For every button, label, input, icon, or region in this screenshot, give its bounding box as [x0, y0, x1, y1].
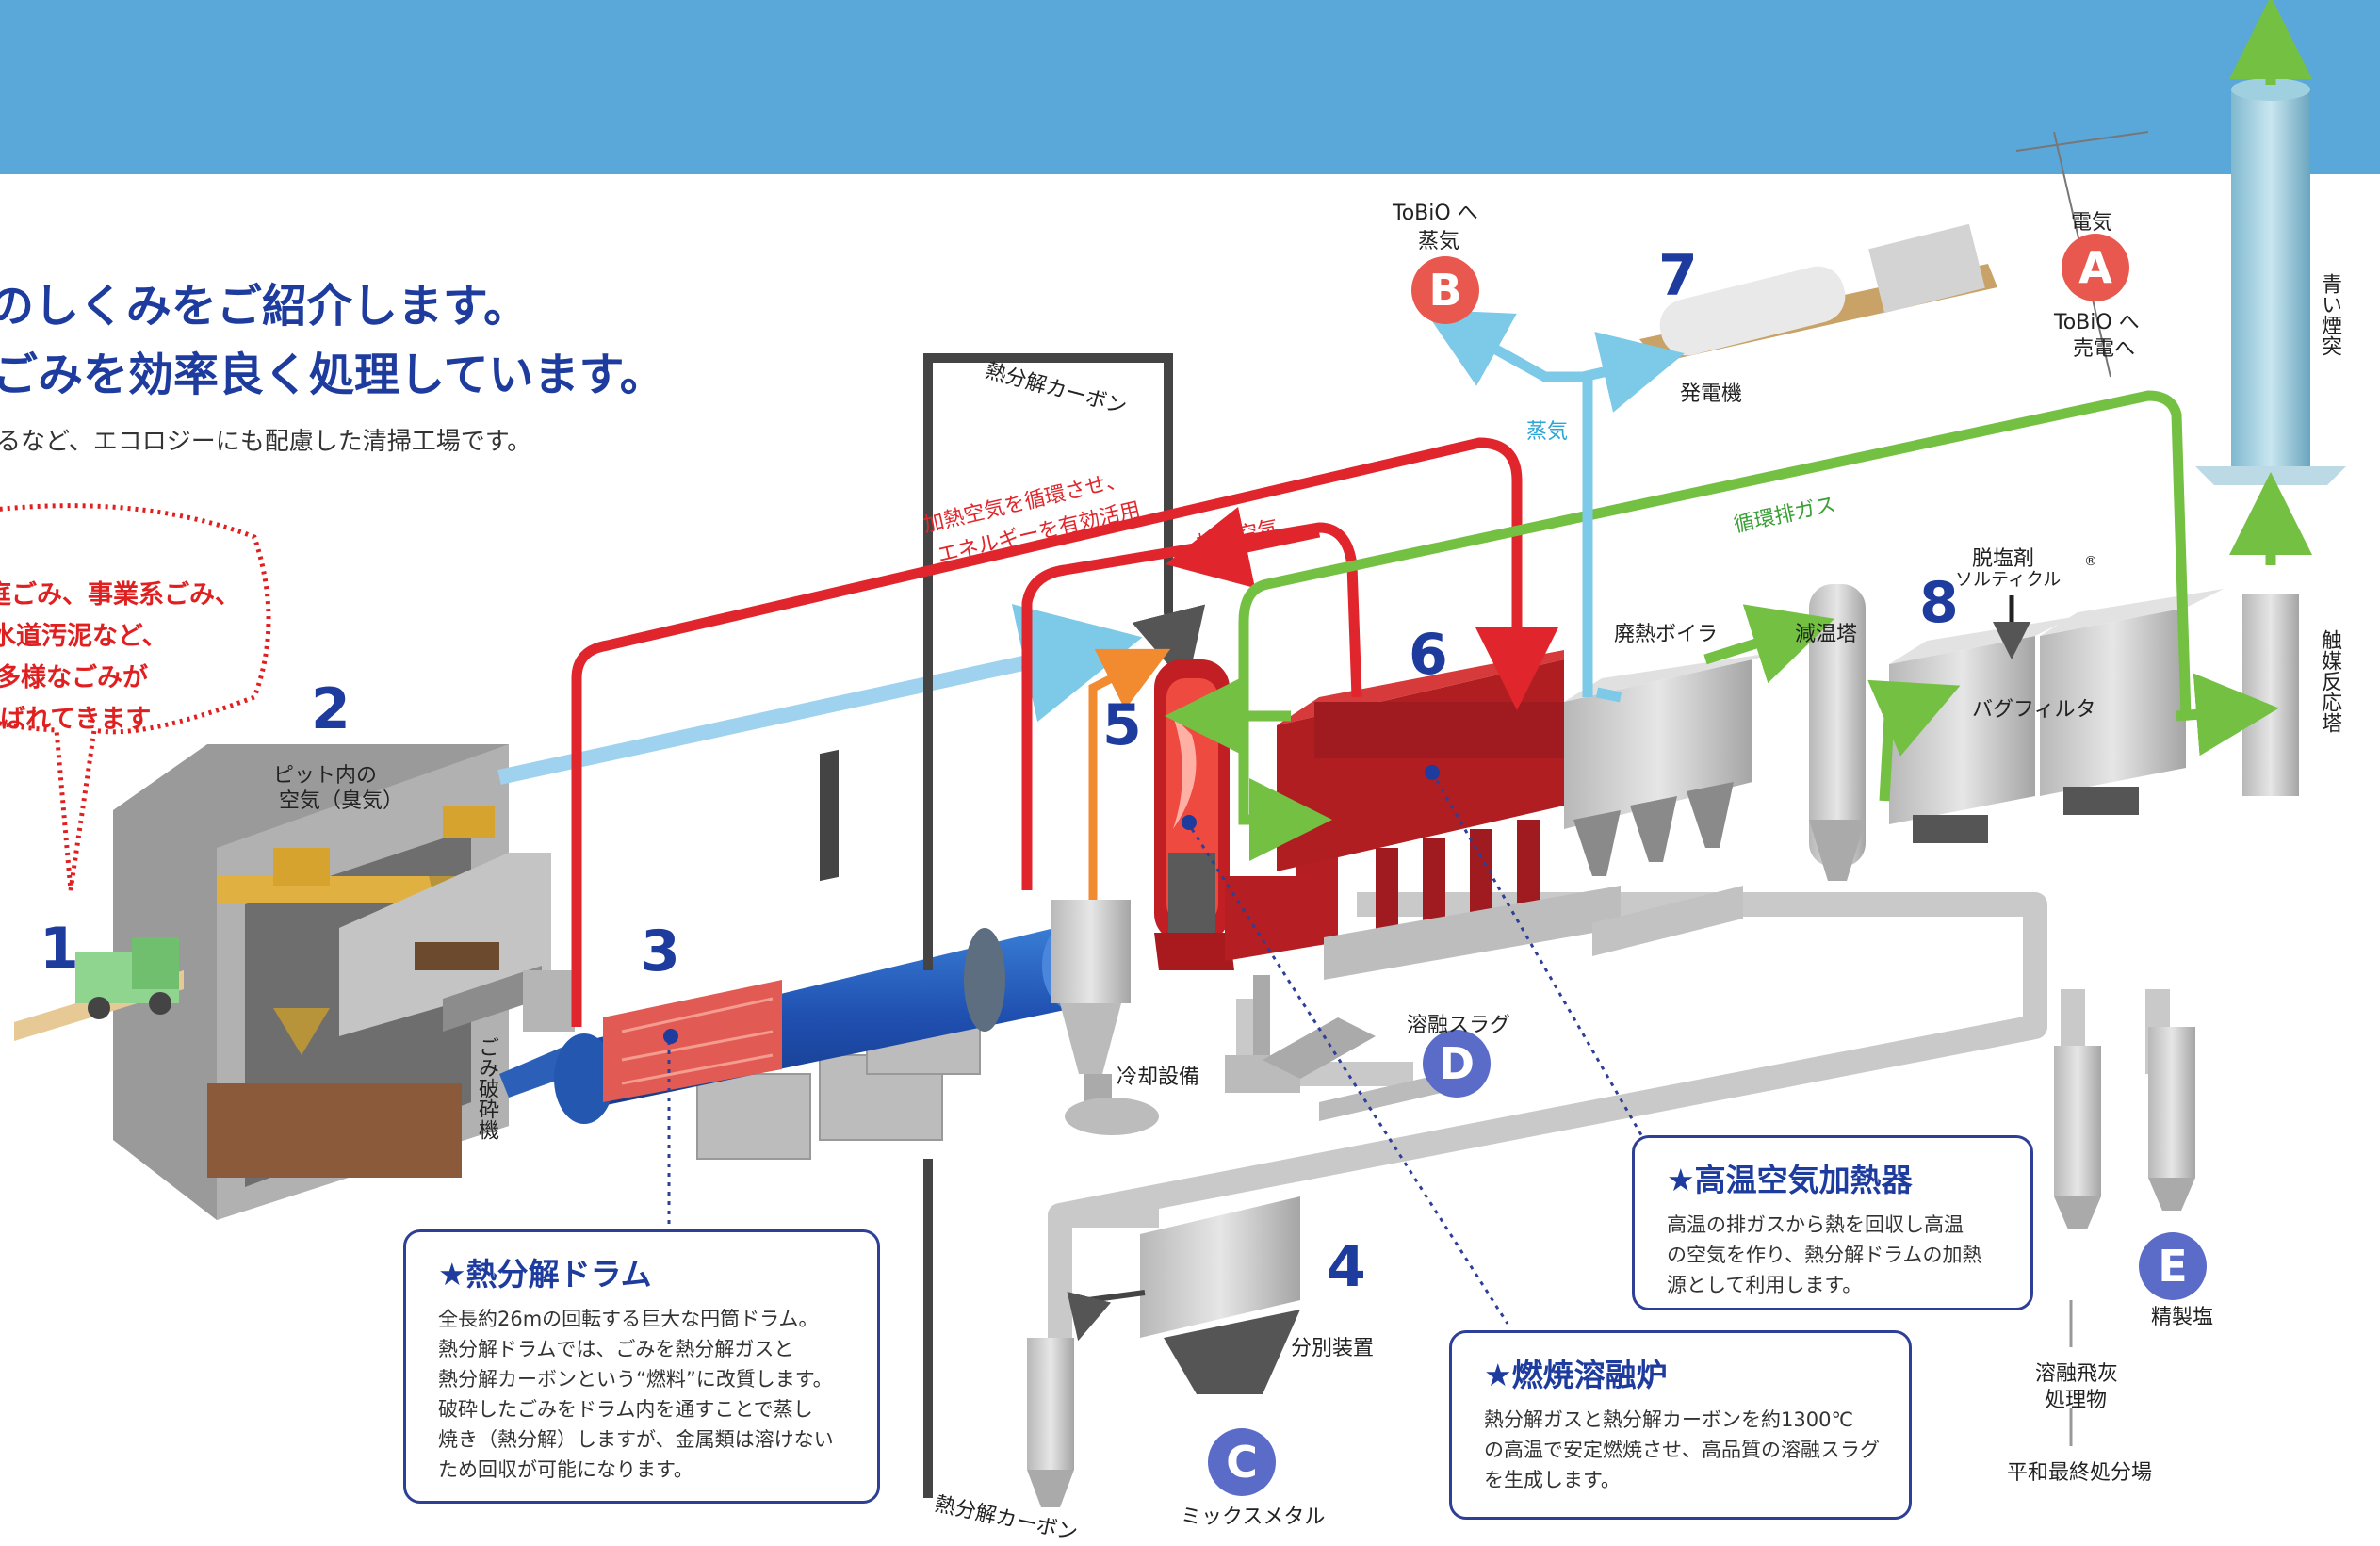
- label-pit-air-2: 空気（臭気）: [279, 789, 404, 813]
- slag-conveyor: [1263, 1017, 1442, 1121]
- label-blue-chimney: 青い煙突: [2318, 273, 2341, 356]
- label-steam-line: 蒸気: [1526, 420, 1569, 444]
- label-tobio-a: ToBiO へ: [2054, 311, 2140, 334]
- silos: [1027, 1027, 2195, 1507]
- separator-arrow: [1067, 1290, 1146, 1342]
- callout-air-heater: ★高温空気加熱器 高温の排ガスから熱を回収し高温 の空気を作り、熱分解ドラムの加…: [1632, 1135, 2033, 1310]
- bubble-line-1: 庭ごみ、事業系ごみ、: [0, 580, 240, 610]
- label-refined-salt: 精製塩: [2151, 1306, 2214, 1329]
- label-registered: ®: [2084, 554, 2097, 569]
- garbage-pit: [113, 744, 575, 1220]
- label-tobio-b: ToBiO へ: [1393, 202, 1478, 225]
- truck: [14, 937, 184, 1041]
- waste-heat-boiler: [1564, 650, 1790, 956]
- label-generator: 発電機: [1680, 382, 1743, 406]
- chimney: [2195, 78, 2346, 485]
- generator: [1639, 131, 2149, 378]
- step-number-3: 3: [641, 919, 680, 985]
- headline-2: ごみを効率良く処理しています。: [0, 349, 665, 401]
- step-number-8: 8: [1919, 570, 1959, 636]
- pyrolysis-drum: [499, 749, 1106, 1124]
- label-pit-air-1: ピット内の: [273, 764, 378, 788]
- label-boiler: 廃熱ボイラ: [1614, 623, 1719, 646]
- step-number-4: 4: [1327, 1234, 1366, 1300]
- pointer-lines: [667, 772, 1646, 1325]
- pointer-dot: [1182, 815, 1197, 830]
- air-heater: [1277, 650, 1621, 980]
- label-cooling-tower: 減温塔: [1795, 623, 1858, 646]
- circulation-gas-lines: [1165, 0, 2312, 861]
- orange-line: [1088, 648, 1171, 900]
- cooler-cyclone: [1051, 900, 1159, 1135]
- separator: [1140, 1196, 1300, 1394]
- label-crusher: ごみ破砕機: [475, 1036, 498, 1140]
- badge-c: C: [1208, 1428, 1276, 1496]
- bubble-line-3: 多様なごみが: [0, 663, 148, 692]
- headline-1: のしくみをご紹介します。: [0, 280, 530, 333]
- bubble-line-2: 水道汚泥など、: [0, 622, 168, 651]
- label-electricity: 電気: [2071, 211, 2113, 235]
- step-number-2: 2: [311, 676, 350, 742]
- badge-e: E: [2139, 1232, 2207, 1300]
- label-molten-slag: 溶融スラグ: [1407, 1014, 1511, 1037]
- callout-melting-furnace: ★燃焼溶融炉 熱分解ガスと熱分解カーボンを約1300℃ の高温で安定燃焼させ、高…: [1449, 1330, 1912, 1520]
- label-particle: ソルティクル: [1955, 569, 2062, 590]
- badge-a: A: [2062, 234, 2129, 301]
- steam-lines: [1424, 309, 1685, 703]
- pointer-dot: [663, 1029, 678, 1044]
- catalyst-tower: [2242, 594, 2299, 796]
- badge-b: B: [1411, 256, 1479, 324]
- heated-air-lines: [571, 437, 1558, 1027]
- label-separator: 分別装置: [1291, 1337, 1375, 1360]
- callout-air-heater-body: 高温の排ガスから熱を回収し高温 の空気を作り、熱分解ドラムの加熱 源として利用し…: [1667, 1213, 1982, 1296]
- label-mixed-metal: ミックスメタル: [1181, 1505, 1326, 1529]
- pointer-dot: [1425, 765, 1440, 780]
- badge-d: D: [1423, 1030, 1491, 1098]
- label-sell-power: 売電へ: [2073, 337, 2136, 361]
- label-cooling-equipment: 冷却設備: [1117, 1066, 1200, 1089]
- step-number-7: 7: [1658, 243, 1698, 309]
- header-banner: [0, 0, 2380, 174]
- label-bag-filter: バグフィルタ: [1972, 698, 2096, 722]
- speech-bubble: [0, 503, 271, 891]
- label-steam-top: 蒸気: [1418, 230, 1460, 253]
- bag-filter: [1889, 589, 2224, 843]
- carbon-line: [923, 353, 1178, 1498]
- callout-melting-furnace-title: ★燃焼溶融炉: [1484, 1357, 1668, 1393]
- support-pipes: [1048, 892, 2170, 1451]
- callout-pyrolysis-drum-body: 全長約26mの回転する巨大な円筒ドラム。 熱分解ドラムでは、ごみを熱分解ガスと …: [438, 1308, 834, 1481]
- callout-air-heater-title: ★高温空気加熱器: [1667, 1162, 1913, 1198]
- step-number-6: 6: [1409, 622, 1448, 688]
- bubble-line-4: ばれてきます: [0, 705, 152, 734]
- label-catalyst-tower: 触媒反応塔: [2318, 629, 2341, 733]
- label-desalting-agent: 脱塩剤: [1972, 547, 2035, 571]
- step-number-1: 1: [40, 916, 79, 982]
- pit-air-line: [497, 604, 1143, 785]
- step-number-5: 5: [1102, 692, 1142, 758]
- label-fly-ash-2: 処理物: [2045, 1389, 2108, 1412]
- callout-melting-furnace-body: 熱分解ガスと熱分解カーボンを約1300℃ の高温で安定燃焼させ、高品質の溶融スラ…: [1484, 1408, 1880, 1491]
- label-fly-ash-1: 溶融飛灰: [2035, 1362, 2119, 1386]
- callout-pyrolysis-drum-title: ★熱分解ドラム: [438, 1256, 652, 1293]
- label-final-disposal: 平和最終処分場: [2007, 1461, 2153, 1485]
- callout-pyrolysis-drum: ★熱分解ドラム 全長約26mの回転する巨大な円筒ドラム。 熱分解ドラムでは、ごみ…: [403, 1229, 880, 1504]
- subheadline: るなど、エコロジーにも配慮した清掃工場です。: [0, 428, 532, 456]
